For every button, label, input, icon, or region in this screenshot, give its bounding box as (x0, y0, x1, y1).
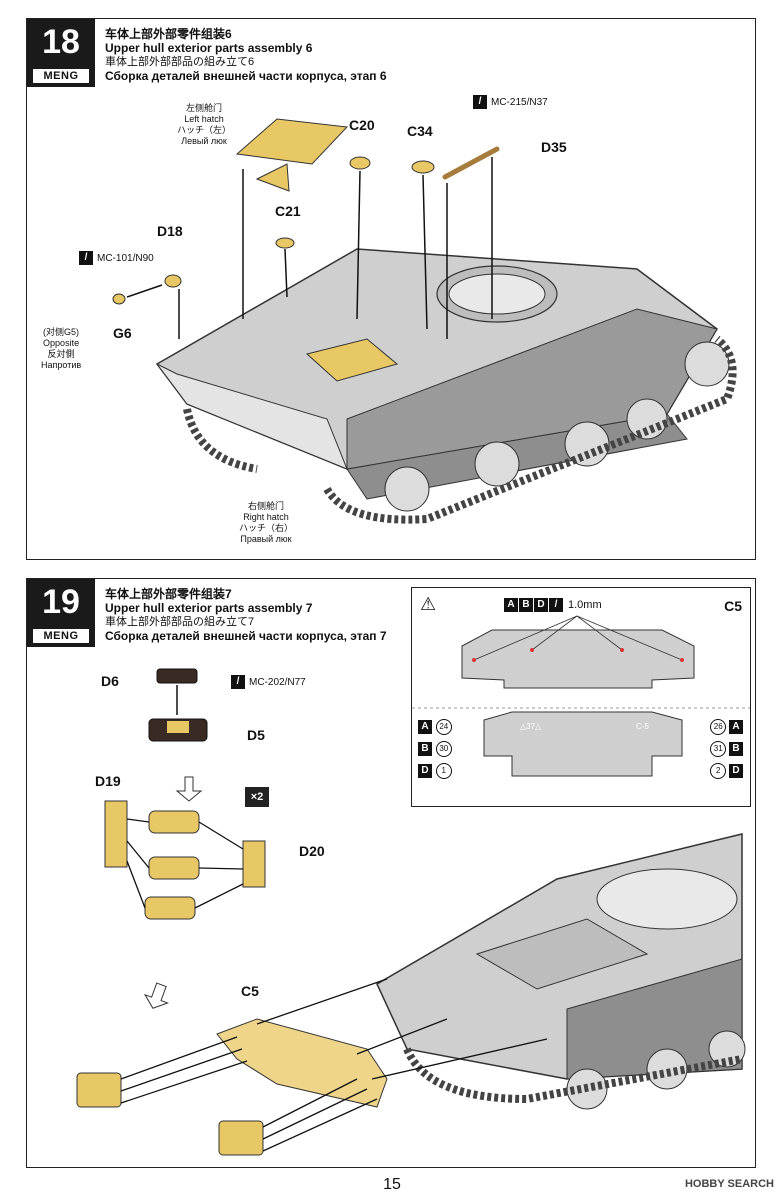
title-ru: Сборка деталей внешней части корпуса, эт… (105, 629, 387, 643)
tank-illustration-19 (76, 668, 746, 1156)
opposite-label: (对侧G5) Opposite 反対側 Напротив (41, 327, 82, 370)
title-en: Upper hull exterior parts assembly 6 (105, 41, 313, 55)
part-g6: G6 (113, 325, 132, 341)
part-d18: D18 (157, 223, 183, 239)
plate-mark-1: △37△ (520, 722, 542, 731)
tank-illustration-18 (112, 118, 737, 524)
right-hatch-label: 右侧舱门 Right hatch ハッチ（右） Правый люк (239, 501, 294, 544)
watermark: HOBBY SEARCH (684, 1178, 774, 1190)
knife-icon: / (231, 675, 245, 689)
step-number: 18 (42, 23, 80, 61)
step-number: 19 (42, 583, 80, 621)
step-titles: 车体上部外部零件组装7 Upper hull exterior parts as… (105, 587, 387, 643)
callout-right-rows: 26 A 31 B 2 D (710, 716, 744, 782)
brand-logo: MENG (33, 69, 89, 83)
drill-instruction: A B D / 1.0mm (504, 598, 602, 612)
part-d20: D20 (299, 843, 325, 859)
page-number: 15 (383, 1176, 401, 1193)
callout-left-rows: A 24 B 30 D 1 (418, 716, 452, 782)
warning-icon: ⚠ (420, 594, 437, 614)
knife-icon: / (473, 95, 487, 109)
step-number-box: 19 MENG (27, 579, 95, 647)
brand-logo: MENG (33, 629, 89, 643)
part-c34: C34 (407, 123, 433, 139)
part-d19: D19 (95, 773, 121, 789)
part-c21: C21 (275, 203, 301, 219)
part-c5: C5 (241, 983, 259, 999)
quantity-badge: ×2 (245, 787, 269, 807)
callout-part-c5: C5 (724, 598, 742, 614)
title-jp: 車体上部外部部品の組み立て6 (105, 56, 255, 68)
knife-icon: / (79, 251, 93, 265)
step-titles: 车体上部外部零件组装6 Upper hull exterior parts as… (105, 27, 387, 83)
left-hatch-label: 左侧舱门 Left hatch ハッチ（左） Левый люк (177, 103, 232, 146)
title-en: Upper hull exterior parts assembly 7 (105, 601, 313, 615)
c5-drill-callout: ⚠ A B D / 1.0mm C5 A 24 B 30 D 1 26 A 3 (411, 587, 751, 807)
part-d5: D5 (247, 727, 265, 743)
tool-callout-2: / MC-101/N90 (79, 251, 154, 265)
drill-icon: / (549, 598, 563, 612)
title-cn: 车体上部外部零件组装6 (105, 27, 232, 41)
part-d35: D35 (541, 139, 567, 155)
title-ru: Сборка деталей внешней части корпуса, эт… (105, 69, 387, 83)
title-jp: 車体上部外部部品の組み立て7 (105, 616, 255, 628)
step-18-panel: 18 MENG 车体上部外部零件组装6 Upper hull exterior … (26, 18, 756, 560)
title-cn: 车体上部外部零件组装7 (105, 587, 232, 601)
tool-callout: / MC-202/N77 (231, 675, 306, 689)
part-d6: D6 (101, 673, 119, 689)
c5-plate-top (412, 615, 750, 777)
part-c20: C20 (349, 117, 375, 133)
step-19-panel: 19 MENG 车体上部外部零件组装7 Upper hull exterior … (26, 578, 756, 1168)
tool-callout-1: / MC-215/N37 (473, 95, 548, 109)
step-number-box: 18 MENG (27, 19, 95, 87)
plate-mark-2: C-5 (636, 722, 649, 731)
